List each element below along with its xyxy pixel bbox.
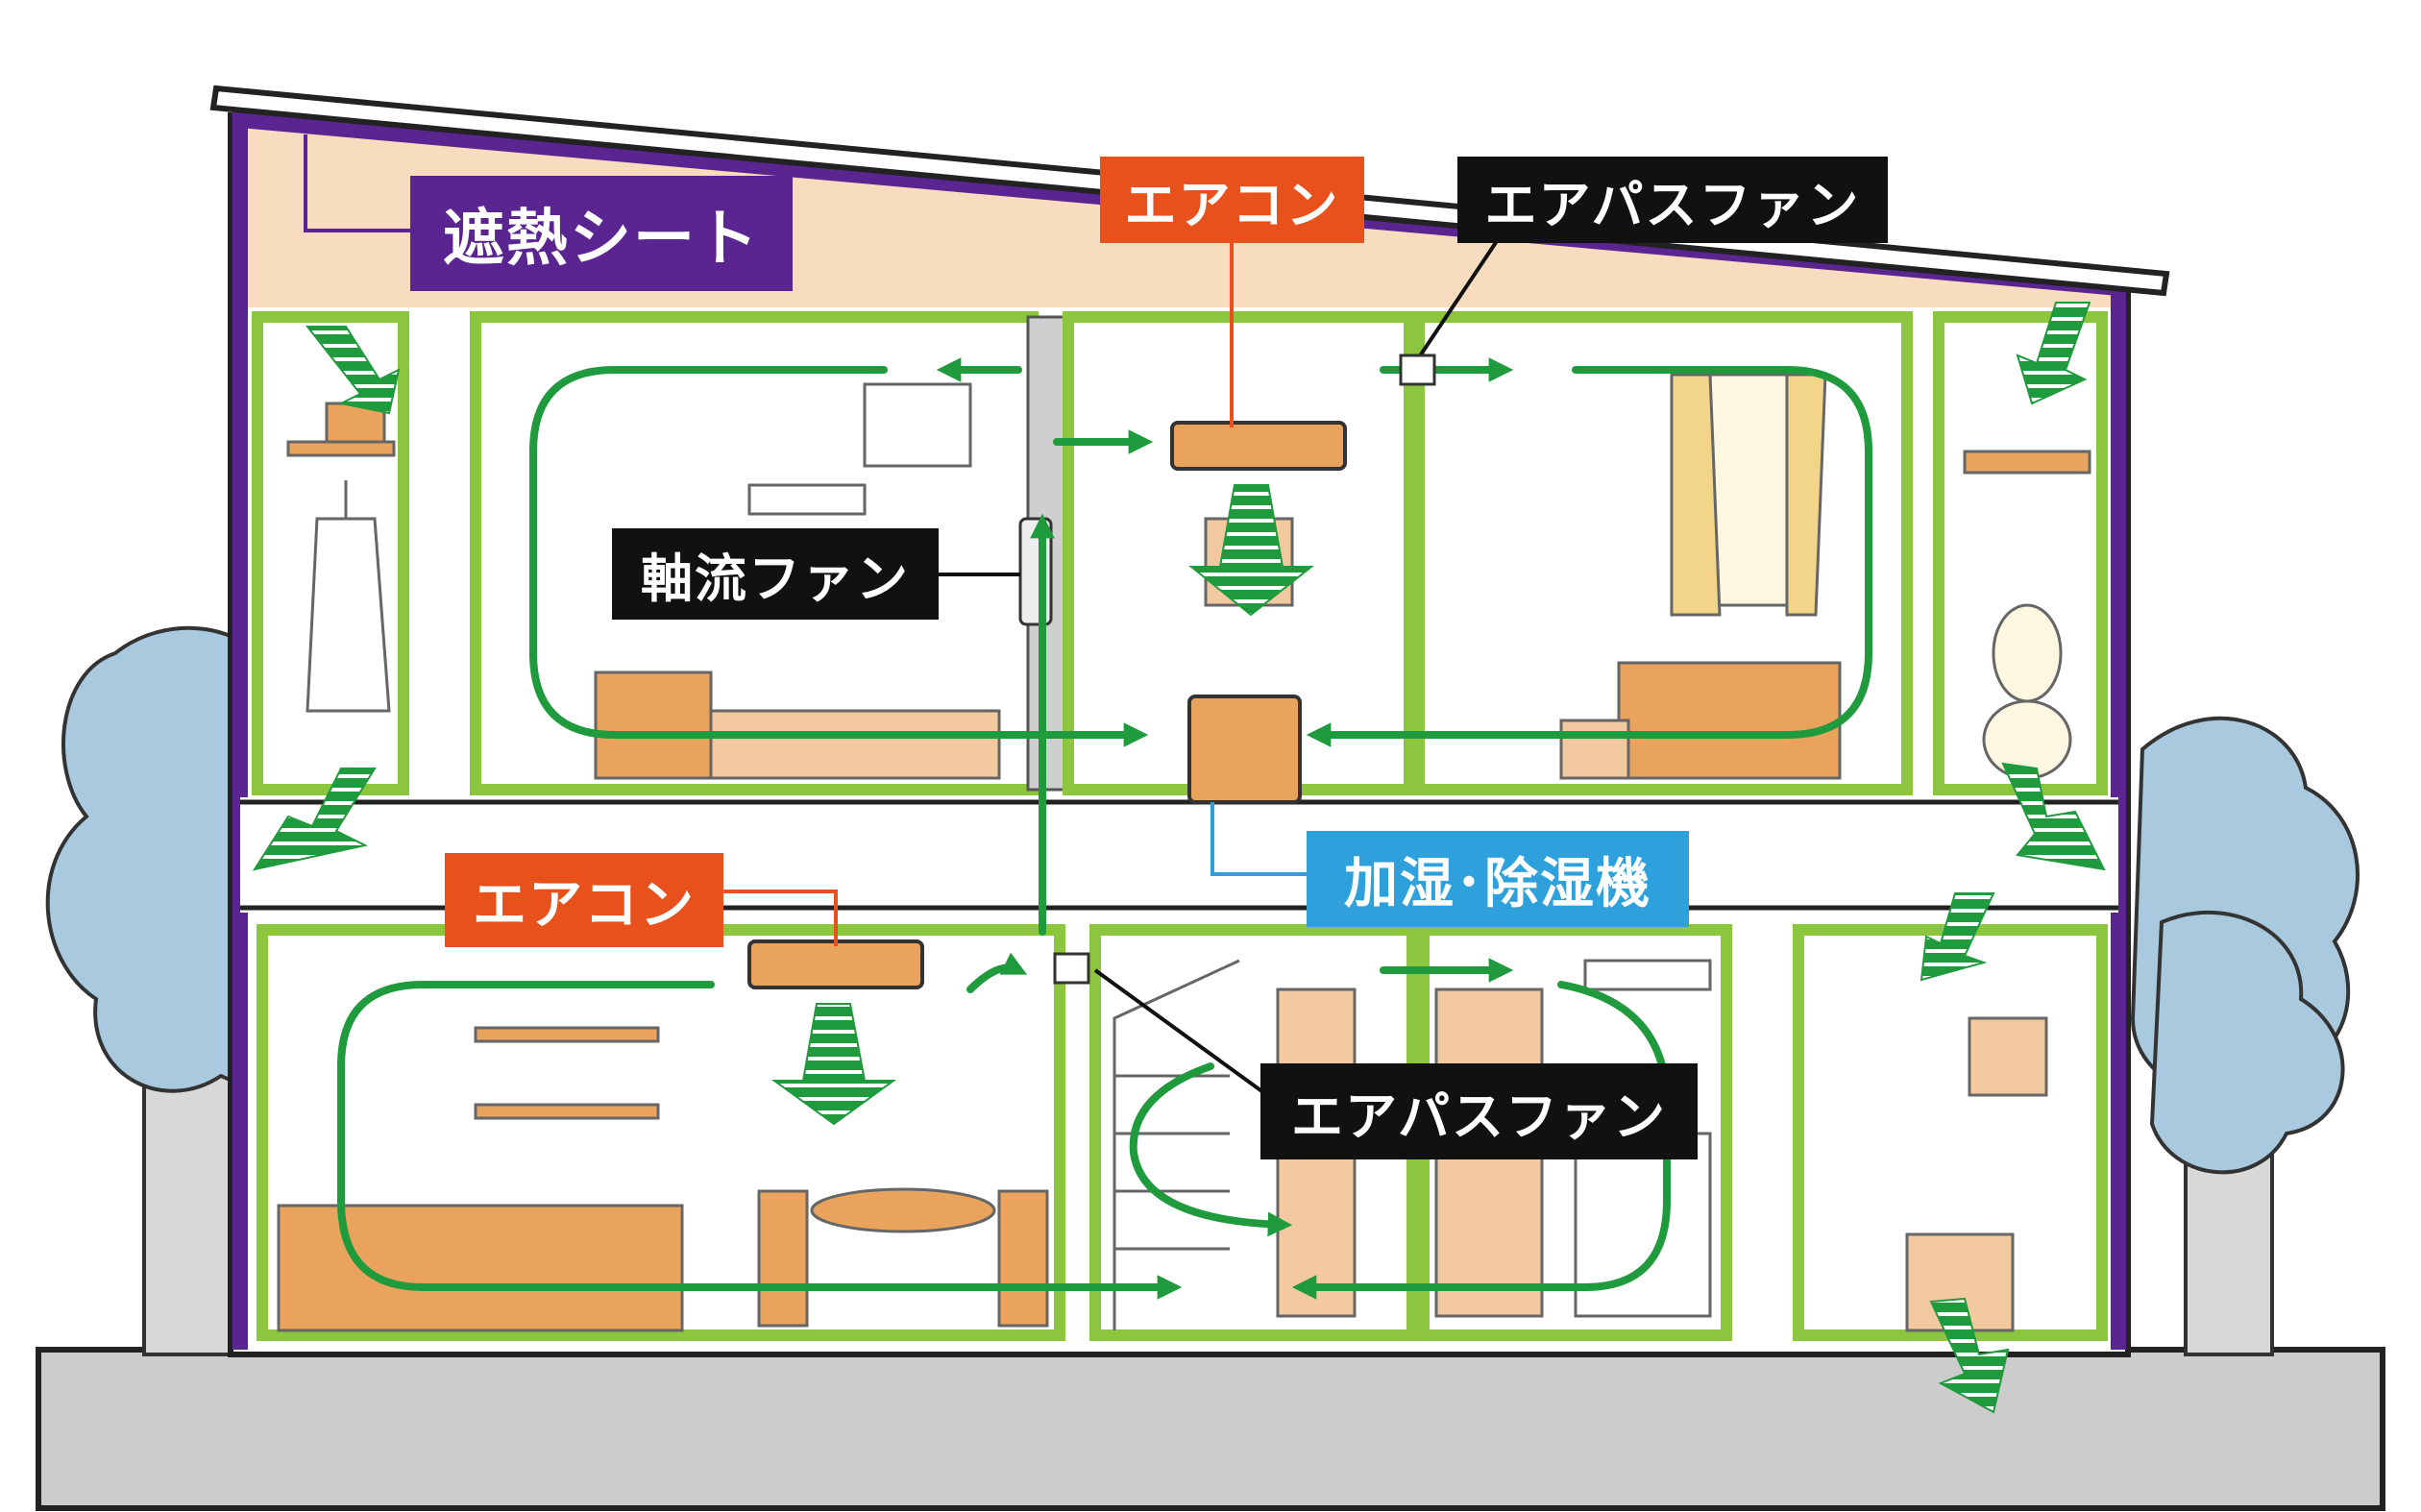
striped-arrows	[252, 302, 2106, 1414]
leader-heat-shield	[304, 134, 415, 232]
airpass-fan-upper-label: エアパスファン	[1457, 157, 1888, 243]
leader-aircon-lower	[721, 890, 838, 946]
leader-airpass-lower	[1093, 968, 1280, 1105]
air-conditioner-lower	[747, 939, 924, 989]
airflow-loop-ldk	[337, 981, 1183, 1300]
airflow-curl-lower	[966, 952, 1028, 993]
airflow-loop-stairs	[1129, 1062, 1293, 1237]
aircon-lower-label: エアコン	[445, 853, 723, 947]
striped-arrow-closet-out	[252, 768, 377, 871]
striped-arrow-bath-in	[1920, 892, 1995, 982]
striped-arrow-toilet-out	[2001, 762, 2106, 871]
leader-humidifier	[1210, 802, 1307, 876]
airflow-loop-bedroom-left	[529, 366, 1149, 747]
axial-fan-label: 軸流ファン	[612, 528, 939, 620]
humidifier-dehumidifier-label: 加湿･除湿機	[1307, 831, 1689, 927]
axial-fan-unit	[1018, 517, 1053, 626]
humidifier-dehumidifier-unit	[1187, 695, 1302, 804]
striped-arrow-down-lower-ac	[770, 1003, 897, 1126]
leader-airpass-upper	[1415, 236, 1501, 362]
airpass-fan-unit-upper	[1399, 354, 1436, 386]
air-conditioner-upper	[1170, 421, 1347, 471]
bedroom-left-illustration	[594, 382, 1001, 780]
heat-shield-sheet-label: 遮熱シート	[410, 176, 793, 291]
toilet-illustration	[1963, 450, 2091, 780]
closet-illustration	[286, 402, 396, 713]
kitchen-illustration	[277, 1026, 1049, 1332]
striped-arrow-closet-in	[305, 326, 401, 415]
ground	[36, 1347, 2385, 1511]
tree-right	[2130, 716, 2360, 1356]
airpass-fan-lower-label: エアパスファン	[1260, 1063, 1698, 1159]
leader-lines	[304, 134, 1501, 1105]
airflow-loop-bedroom-right	[1306, 366, 1872, 747]
bedroom-right-illustration	[1559, 373, 1842, 780]
airpass-fan-unit-lower	[1053, 952, 1090, 985]
aircon-upper-label: エアコン	[1100, 157, 1364, 243]
striped-arrow-toilet-in	[2016, 302, 2091, 405]
striped-arrow-bath-out	[1929, 1297, 2010, 1414]
striped-arrow-down-upper-ac	[1188, 484, 1314, 617]
